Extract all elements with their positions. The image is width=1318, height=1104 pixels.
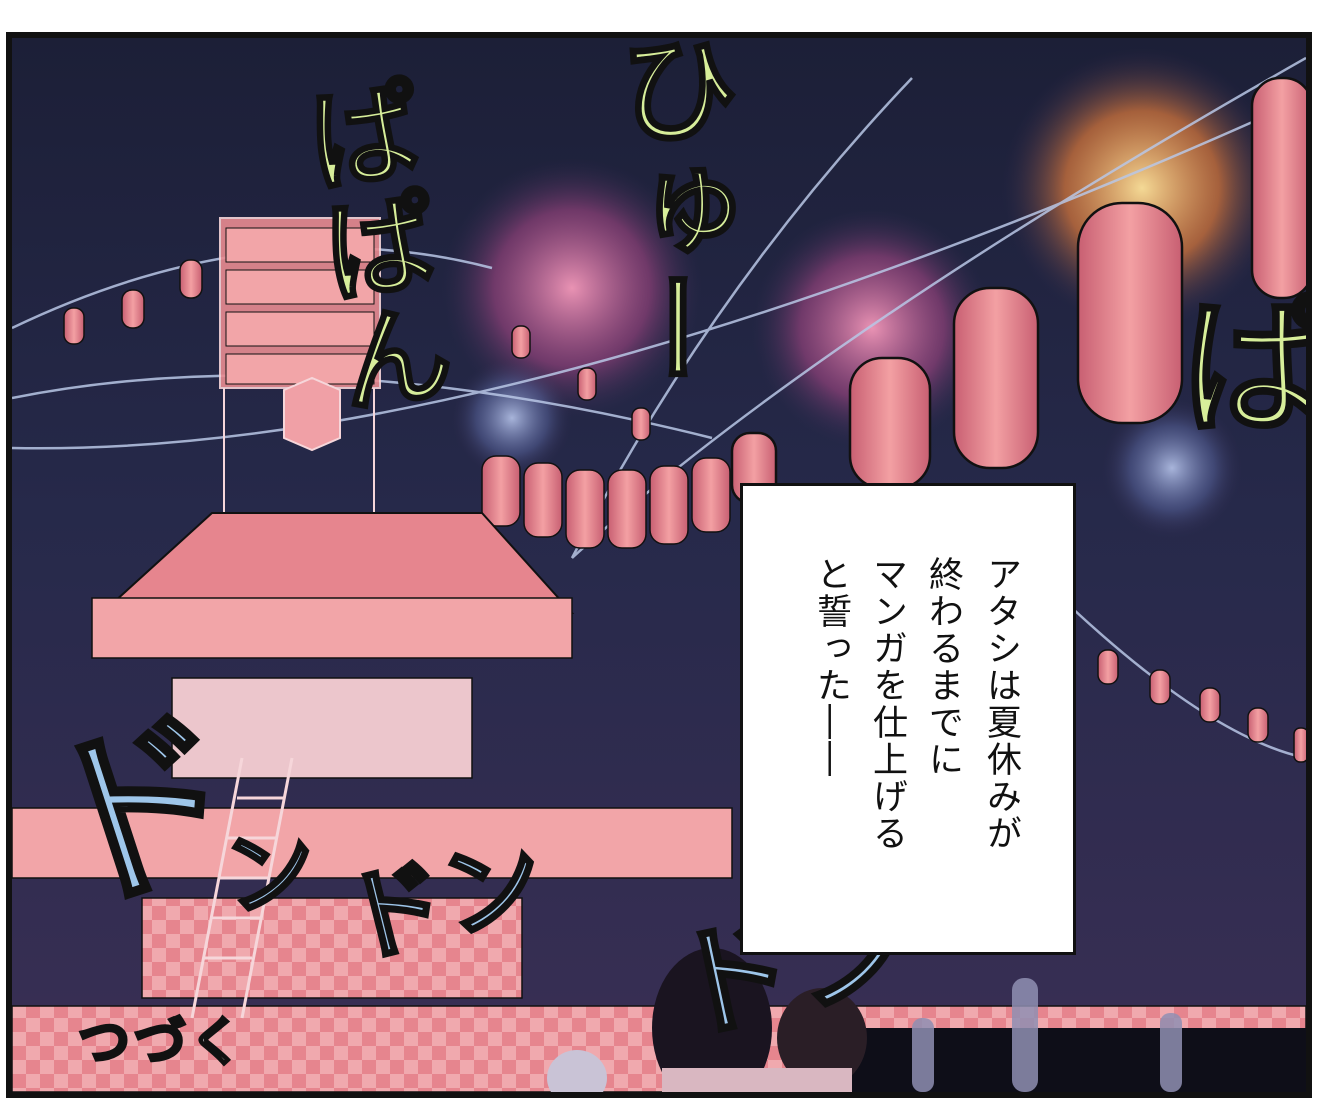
festival-scene (12, 48, 1306, 1092)
firework-orange (1002, 48, 1282, 328)
sfx-pa-right: ぱ (1154, 287, 1312, 440)
caption-line-2: 終わるまでに (923, 556, 963, 778)
firework-purple (442, 158, 702, 418)
sfx-hyuu: ひゅー (597, 32, 739, 390)
firework-magenta (752, 208, 992, 448)
ladder (190, 757, 294, 1019)
narration-box: アタシは夏休みが 終わるまでに マンガを仕上げる と誓った―― (740, 483, 1076, 955)
crowd-silhouettes (547, 948, 1306, 1092)
to-be-continued-label: つづく (76, 1012, 247, 1075)
string-lanterns-left (63, 259, 651, 441)
big-lanterns (730, 76, 1306, 505)
caption-line-4: と誓った―― (811, 556, 851, 778)
firework-small (452, 358, 572, 478)
caption-line-3: マンガを仕上げる (867, 556, 907, 852)
caption-line-1: アタシは夏休みが (981, 556, 1021, 852)
manga-panel: ぱぱん ひゅー っ ぱ ド ン ドン ドン アタシは夏休みが 終わるまでに マン… (6, 32, 1312, 1098)
firework-blue (1102, 398, 1242, 538)
string-lanterns-right (1097, 649, 1306, 763)
lantern-row-center (481, 455, 731, 549)
